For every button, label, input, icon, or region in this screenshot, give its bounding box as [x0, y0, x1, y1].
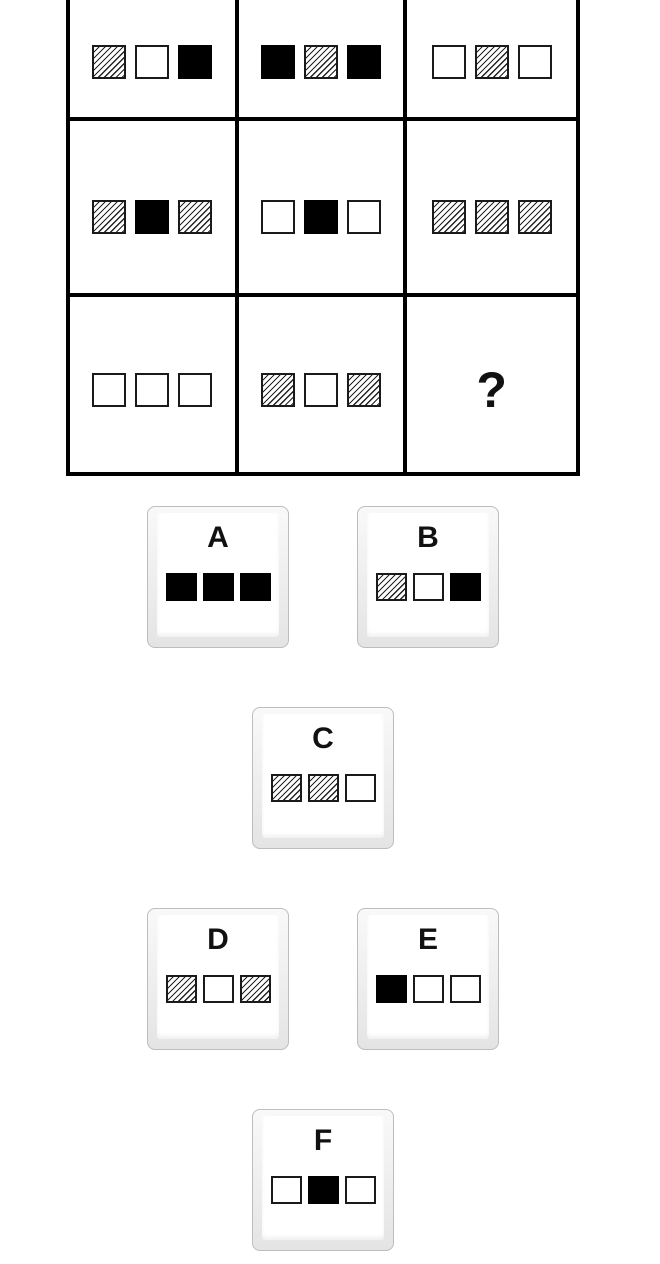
hatched-square [307, 774, 339, 802]
white-square [344, 1176, 376, 1204]
option-letter: F [313, 1124, 333, 1157]
hatched-square [92, 44, 127, 79]
white-square [178, 372, 213, 407]
option-squares [262, 1176, 384, 1204]
option-face: A [157, 513, 279, 637]
square-row [260, 44, 381, 79]
black-square [260, 44, 295, 79]
option-letter: A [207, 521, 229, 554]
square-row [92, 44, 213, 79]
hatched-square [92, 200, 127, 234]
option-c-button[interactable]: C [252, 707, 394, 849]
hatched-square [346, 372, 381, 407]
grid-cell [407, 0, 576, 121]
option-face: D [157, 915, 279, 1039]
black-square [165, 573, 197, 601]
square-row [431, 200, 552, 234]
puzzle-grid: ? [66, 0, 580, 476]
hatched-square [270, 774, 302, 802]
white-square [303, 372, 338, 407]
white-square [346, 200, 381, 234]
black-square [307, 1176, 339, 1204]
white-square [135, 372, 170, 407]
white-square [449, 975, 481, 1003]
square-row [92, 200, 213, 234]
black-square [135, 200, 170, 234]
white-square [344, 774, 376, 802]
white-square [260, 200, 295, 234]
option-face: E [367, 915, 489, 1039]
option-a-button[interactable]: A [147, 506, 289, 648]
missing-cell: ? [407, 297, 576, 472]
square-row [92, 372, 213, 407]
grid-cell [238, 0, 408, 121]
hatched-square [517, 200, 552, 234]
white-square [412, 573, 444, 601]
option-face: F [262, 1116, 384, 1240]
black-square [202, 573, 234, 601]
black-square [303, 200, 338, 234]
hatched-square [260, 372, 295, 407]
white-square [517, 44, 552, 79]
black-square [239, 573, 271, 601]
hatched-square [375, 573, 407, 601]
option-b-button[interactable]: B [357, 506, 499, 648]
grid-cell [70, 297, 239, 472]
option-letter: D [207, 923, 229, 956]
hatched-square [239, 975, 271, 1003]
white-square [135, 44, 170, 79]
black-square [449, 573, 481, 601]
hatched-square [431, 200, 466, 234]
option-face: C [262, 714, 384, 838]
option-squares [367, 975, 489, 1003]
option-letter: B [417, 521, 439, 554]
black-square [178, 44, 213, 79]
option-squares [262, 774, 384, 802]
question-mark: ? [476, 361, 507, 418]
hatched-square [474, 44, 509, 79]
square-row [260, 200, 381, 234]
white-square [202, 975, 234, 1003]
option-squares [367, 573, 489, 601]
white-square [431, 44, 466, 79]
grid-cell [239, 297, 408, 472]
option-d-button[interactable]: D [147, 908, 289, 1050]
option-squares [157, 975, 279, 1003]
grid-cell [407, 121, 576, 297]
hatched-square [474, 200, 509, 234]
square-row [260, 372, 381, 407]
grid-cell [70, 121, 239, 297]
black-square [346, 44, 381, 79]
grid-cell [70, 0, 239, 121]
option-e-button[interactable]: E [357, 908, 499, 1050]
option-letter: C [312, 722, 334, 755]
white-square [270, 1176, 302, 1204]
option-letter: E [417, 923, 438, 956]
white-square [92, 372, 127, 407]
hatched-square [178, 200, 213, 234]
grid-cell [238, 121, 408, 297]
hatched-square [303, 44, 338, 79]
option-f-button[interactable]: F [252, 1109, 394, 1251]
option-face: B [367, 513, 489, 637]
black-square [375, 975, 407, 1003]
option-squares [157, 573, 279, 601]
hatched-square [165, 975, 197, 1003]
white-square [412, 975, 444, 1003]
square-row [431, 44, 552, 79]
